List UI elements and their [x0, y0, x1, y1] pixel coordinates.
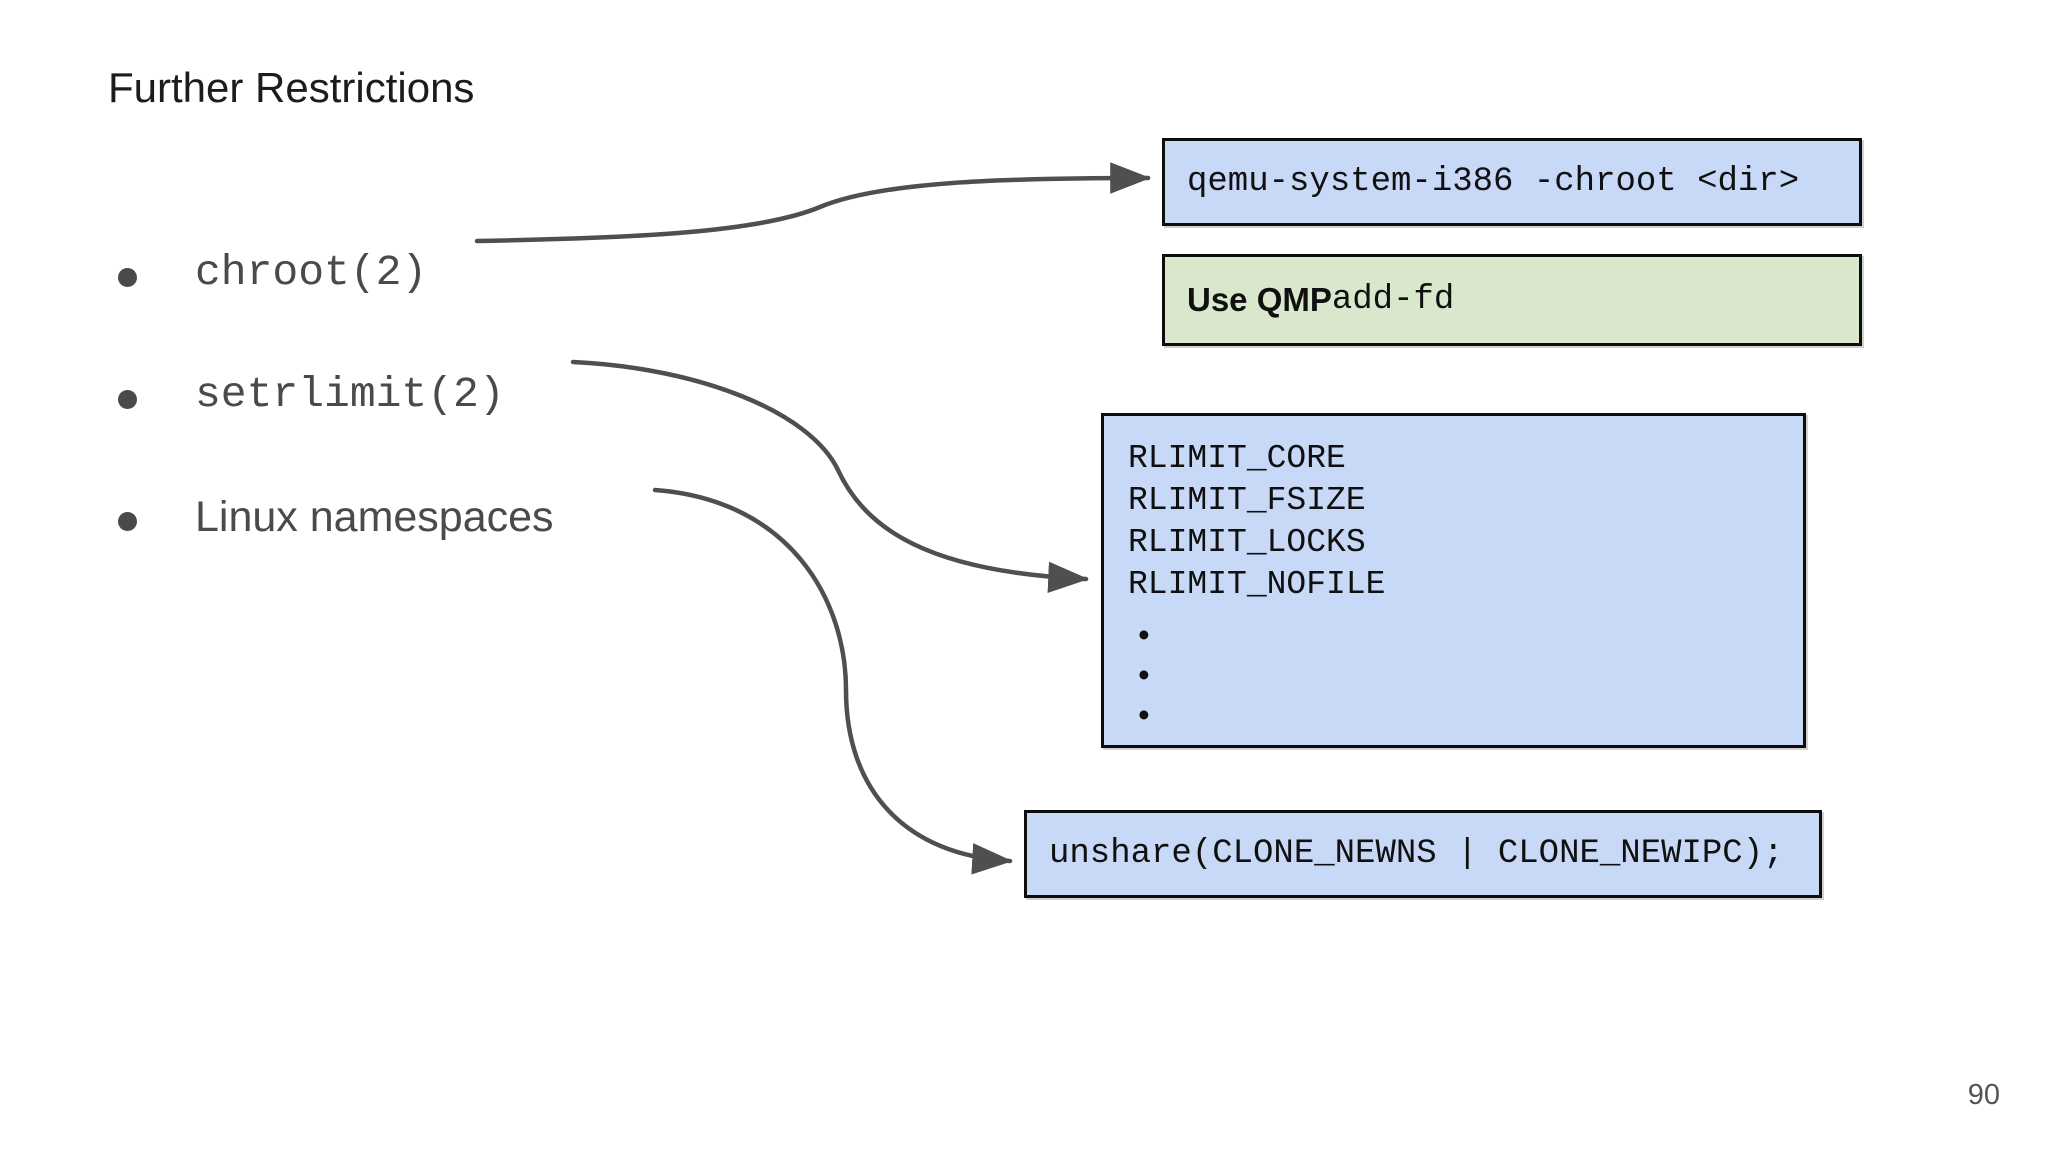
- page-number: 90: [1967, 1079, 2000, 1111]
- rlimit-line: RLIMIT_LOCKS: [1128, 524, 1366, 561]
- bullet-dot-icon: [118, 512, 137, 531]
- callout-chroot-text: qemu-system-i386 -chroot <dir>: [1187, 163, 1800, 201]
- callout-chroot-example: qemu-system-i386 -chroot <dir>: [1162, 138, 1862, 226]
- bullet-label-namespaces: Linux namespaces: [195, 493, 554, 541]
- list-item: Linux namespaces: [110, 486, 870, 608]
- callout-rlimit-list: RLIMIT_CORE RLIMIT_FSIZE RLIMIT_LOCKS RL…: [1101, 413, 1806, 748]
- rlimit-line: RLIMIT_FSIZE: [1128, 482, 1366, 519]
- list-item: chroot(2): [110, 242, 870, 364]
- ellipsis-dot: •: [1134, 699, 1154, 736]
- rlimit-line: RLIMIT_CORE: [1128, 440, 1346, 477]
- bullet-label-chroot: chroot(2): [195, 248, 428, 297]
- bullet-list: chroot(2) setrlimit(2) Linux namespaces: [110, 242, 870, 608]
- list-item: setrlimit(2): [110, 364, 870, 486]
- ellipsis-dot: •: [1134, 659, 1154, 696]
- page-title: Further Restrictions: [108, 64, 475, 111]
- callout-unshare-text: unshare(CLONE_NEWNS | CLONE_NEWIPC);: [1049, 835, 1784, 873]
- bullet-dot-icon: [118, 268, 137, 287]
- callout-qmp-command: add-fd: [1331, 281, 1455, 319]
- callout-qmp-prefix: Use QMP: [1187, 281, 1332, 318]
- bullet-label-setrlimit: setrlimit(2): [195, 370, 505, 419]
- ellipsis-dot: •: [1134, 619, 1154, 656]
- bullet-dot-icon: [118, 390, 137, 409]
- rlimit-lines: RLIMIT_CORE RLIMIT_FSIZE RLIMIT_LOCKS RL…: [1128, 438, 1385, 738]
- connector-chroot-to-example: [474, 162, 1151, 244]
- vertical-ellipsis-icon: • • •: [1128, 618, 1385, 738]
- callout-qmp-note: Use QMP add-fd: [1162, 254, 1862, 346]
- callout-unshare-example: unshare(CLONE_NEWNS | CLONE_NEWIPC);: [1024, 810, 1822, 898]
- rlimit-line: RLIMIT_NOFILE: [1128, 566, 1386, 603]
